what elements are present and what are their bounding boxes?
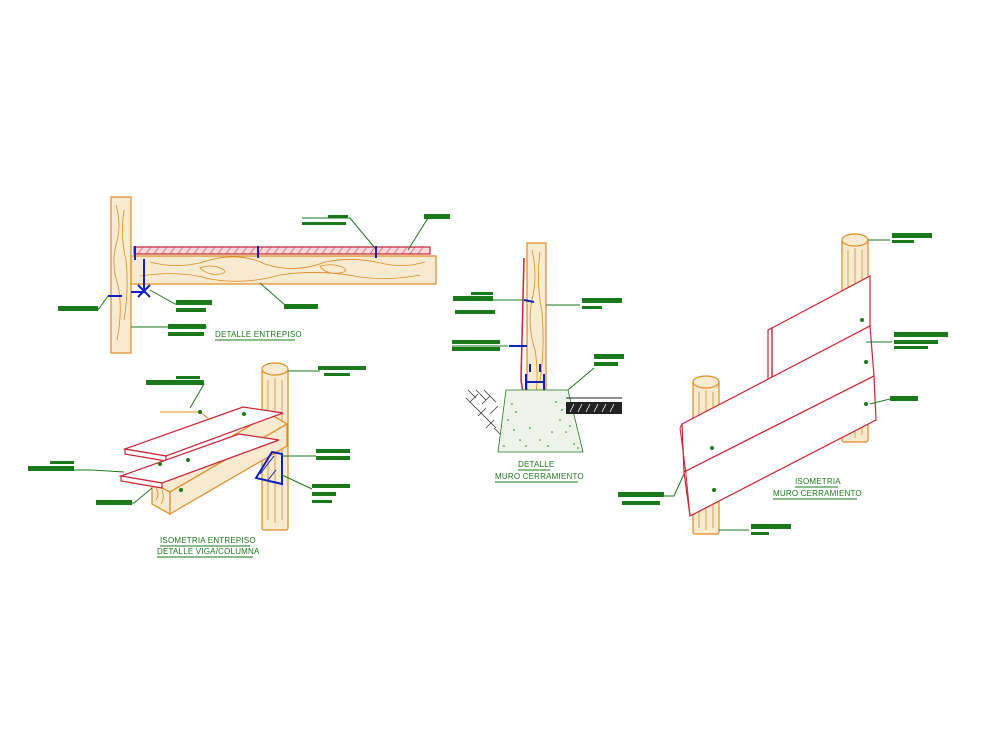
caption-muro-cerramiento: MURO CERRAMIENTO — [495, 472, 584, 481]
detail-muro-cerramiento: DETALLE MURO CERRAMIENTO — [452, 242, 624, 483]
caption-detalle: DETALLE — [518, 460, 554, 469]
muro-footing — [497, 389, 584, 453]
caption-isometria-muro-cerramiento: MURO CERRAMIENTO — [773, 489, 862, 498]
detail-isometria-muro: ISOMETRIA MURO CERRAMIENTO — [618, 233, 948, 535]
caption-detalle-viga-columna: DETALLE VIGA/COLUMNA — [157, 547, 260, 556]
entrepiso-beam — [130, 255, 437, 285]
caption-isometria: ISOMETRIA — [795, 477, 841, 486]
caption-isometria-entrepiso: ISOMETRIA ENTREPISO — [160, 536, 256, 545]
entrepiso-column — [110, 196, 132, 354]
detail-entrepiso: DETALLE ENTREPISO — [58, 196, 450, 354]
iso-muro-board-bottom — [683, 375, 877, 517]
caption-detalle-entrepiso: DETALLE ENTREPISO — [215, 330, 302, 339]
detail-isometria-entrepiso: ISOMETRIA ENTREPISO DETALLE VIGA/COLUMNA — [28, 362, 366, 558]
